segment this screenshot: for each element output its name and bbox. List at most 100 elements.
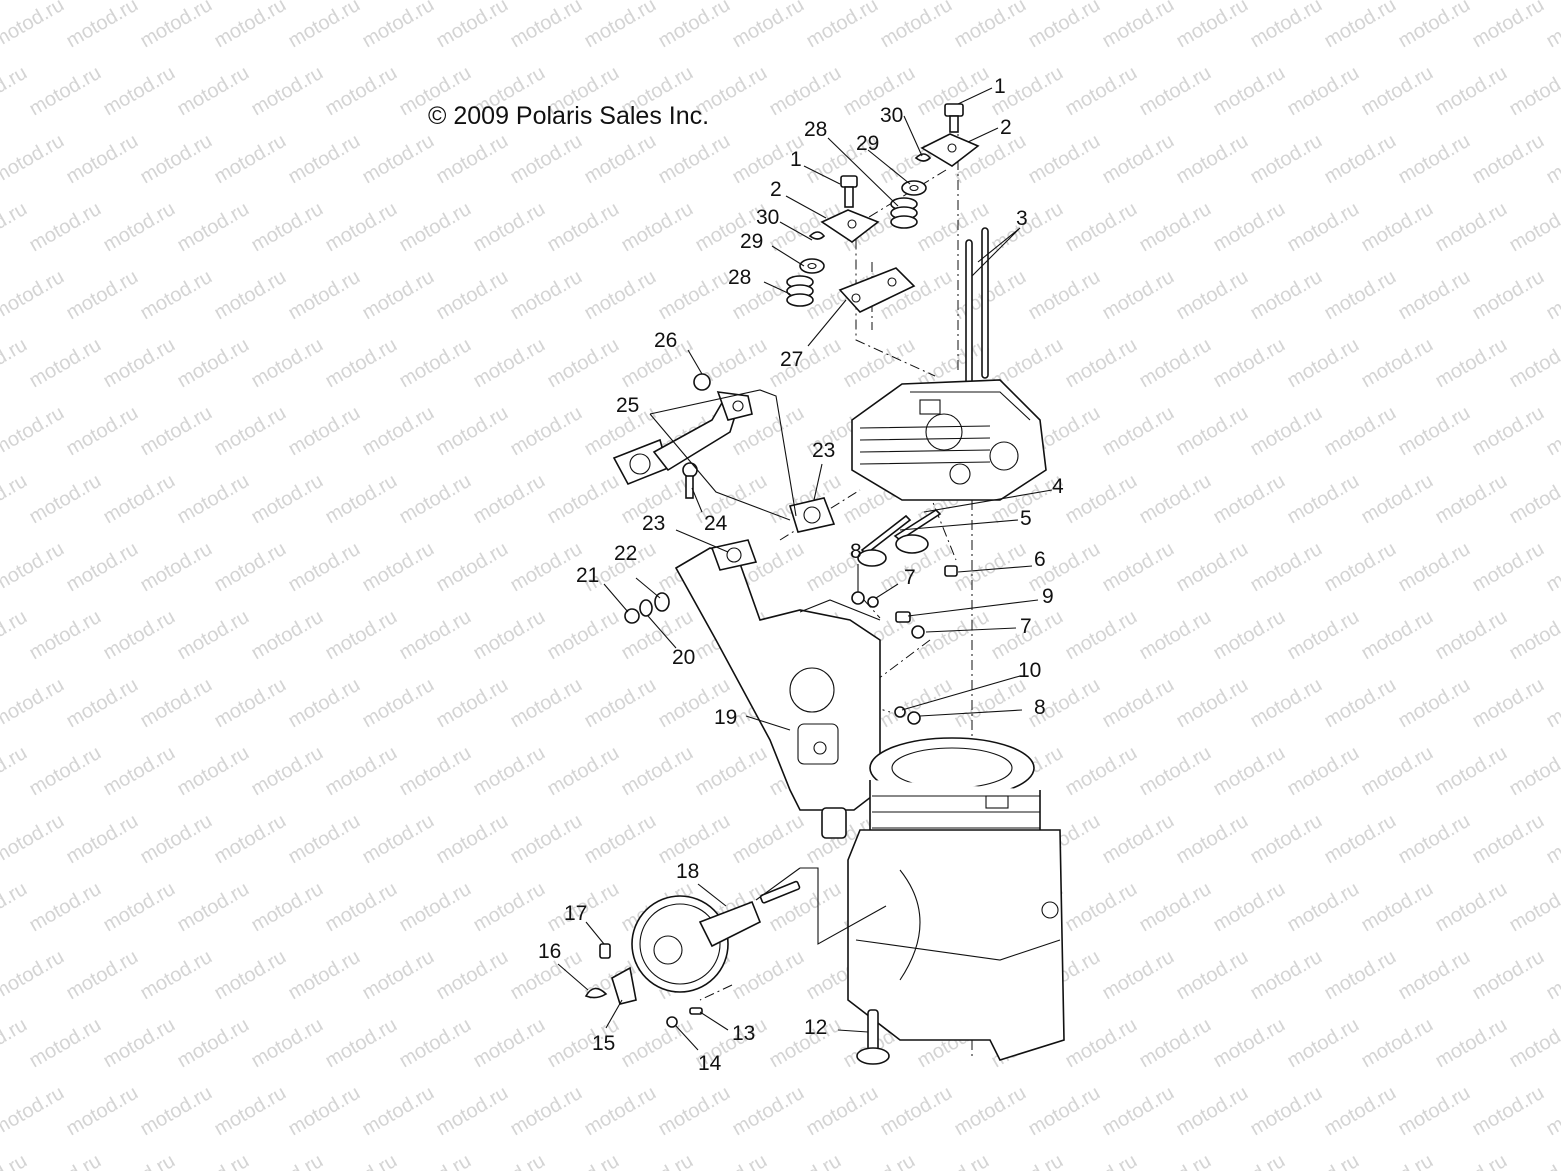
- watermark-text: motod.ru: [322, 470, 401, 529]
- watermark-text: motod.ru: [1099, 674, 1178, 733]
- watermark-text: motod.ru: [1210, 1150, 1289, 1171]
- watermark-text: motod.ru: [1432, 742, 1511, 801]
- watermark-text: motod.ru: [1469, 810, 1548, 869]
- watermark-text: motod.ru: [1432, 606, 1511, 665]
- watermark-text: motod.ru: [470, 1150, 549, 1171]
- watermark-text: motod.ru: [507, 1082, 586, 1141]
- watermark-text: motod.ru: [470, 606, 549, 665]
- watermark-text: motod.ru: [507, 130, 586, 189]
- watermark-text: motod.ru: [63, 674, 142, 733]
- watermark-text: motod.ru: [1210, 606, 1289, 665]
- crankcase: [847, 829, 1065, 1061]
- watermark-text: motod.ru: [0, 334, 31, 393]
- watermark-text: motod.ru: [1358, 1014, 1437, 1073]
- watermark-text: motod.ru: [433, 946, 512, 1005]
- callout-label: 23: [812, 439, 835, 462]
- watermark-text: motod.ru: [137, 130, 216, 189]
- watermark-text: motod.ru: [1543, 810, 1561, 869]
- watermark-text: motod.ru: [692, 1150, 771, 1171]
- exhaust-pipe-25: [612, 391, 753, 486]
- pin-14: [666, 1016, 678, 1028]
- watermark-text: motod.ru: [1432, 62, 1511, 121]
- watermark-text: motod.ru: [729, 810, 808, 869]
- watermark-text: motod.ru: [396, 742, 475, 801]
- watermark-text: motod.ru: [470, 878, 549, 937]
- watermark-text: motod.ru: [840, 1150, 919, 1171]
- watermark-text: motod.ru: [1136, 334, 1215, 393]
- watermark-text: motod.ru: [1284, 334, 1363, 393]
- watermark-text: motod.ru: [137, 674, 216, 733]
- watermark-text: motod.ru: [1173, 402, 1252, 461]
- watermark-text: motod.ru: [1358, 470, 1437, 529]
- watermark-text: motod.ru: [359, 130, 438, 189]
- watermark-text: motod.ru: [1099, 402, 1178, 461]
- leader-lines: [557, 87, 1053, 1051]
- watermark-text: motod.ru: [0, 1150, 31, 1171]
- watermark-text: motod.ru: [285, 0, 364, 52]
- watermark-text: motod.ru: [137, 1082, 216, 1141]
- watermark-text: motod.ru: [1173, 1082, 1252, 1141]
- watermark-text: motod.ru: [0, 130, 68, 189]
- watermark-text: motod.ru: [248, 1150, 327, 1171]
- watermark-text: motod.ru: [1395, 674, 1474, 733]
- watermark-text: motod.ru: [544, 198, 623, 257]
- nut-8-upper: [851, 591, 865, 605]
- clip-16: [584, 987, 608, 999]
- watermark-text: motod.ru: [322, 198, 401, 257]
- watermark-text: motod.ru: [100, 470, 179, 529]
- watermark-text: motod.ru: [1247, 538, 1326, 597]
- callout-label: 23: [642, 512, 665, 535]
- pin-13: [689, 1007, 703, 1015]
- watermark-text: motod.ru: [1321, 810, 1400, 869]
- rocker-base-27: [838, 267, 916, 313]
- watermark-text: motod.ru: [0, 946, 68, 1005]
- watermark-text: motod.ru: [433, 0, 512, 52]
- watermark-text: motod.ru: [1432, 198, 1511, 257]
- watermark-text: motod.ru: [1210, 1014, 1289, 1073]
- watermark-text: motod.ru: [507, 0, 586, 52]
- watermark-text: motod.ru: [359, 266, 438, 325]
- watermark-text: motod.ru: [1062, 1150, 1141, 1171]
- watermark-text: motod.ru: [0, 402, 68, 461]
- watermark-text: motod.ru: [1247, 0, 1326, 52]
- watermark-text: motod.ru: [1358, 334, 1437, 393]
- watermark-text: motod.ru: [470, 334, 549, 393]
- callout-label: 8: [850, 540, 862, 563]
- callout-label: 30: [880, 104, 903, 127]
- watermark-text: motod.ru: [248, 470, 327, 529]
- callout-label: 26: [654, 329, 677, 352]
- watermark-text: motod.ru: [1136, 62, 1215, 121]
- watermark-text: motod.ru: [544, 1150, 623, 1171]
- callout-label: 24: [704, 512, 728, 535]
- watermark-text: motod.ru: [951, 674, 1030, 733]
- watermark-text: motod.ru: [248, 62, 327, 121]
- watermark-text: motod.ru: [396, 1150, 475, 1171]
- watermark-text: motod.ru: [211, 810, 290, 869]
- watermark-text: motod.ru: [1506, 334, 1561, 393]
- watermark-text: motod.ru: [1062, 198, 1141, 257]
- watermark-text: motod.ru: [766, 62, 845, 121]
- watermark-text: motod.ru: [211, 1082, 290, 1141]
- watermark-text: motod.ru: [1506, 1014, 1561, 1073]
- watermark-text: motod.ru: [322, 1150, 401, 1171]
- watermark-text: motod.ru: [1062, 606, 1141, 665]
- watermark-text: motod.ru: [433, 810, 512, 869]
- watermark-text: motod.ru: [0, 198, 31, 257]
- washer-29-lower: [799, 258, 825, 274]
- watermark-text: motod.ru: [100, 62, 179, 121]
- rocker-arm-2-upper: [920, 133, 980, 167]
- muffler-19: [674, 547, 881, 839]
- watermark-text: motod.ru: [396, 334, 475, 393]
- watermark-text: motod.ru: [26, 334, 105, 393]
- watermark-text: motod.ru: [1469, 538, 1548, 597]
- watermark-text: motod.ru: [729, 0, 808, 52]
- watermark-text: motod.ru: [26, 470, 105, 529]
- watermark-text: motod.ru: [470, 1014, 549, 1073]
- watermark-text: motod.ru: [26, 198, 105, 257]
- callout-label: 6: [1034, 548, 1046, 571]
- watermark-text: motod.ru: [803, 1082, 882, 1141]
- watermark-text: motod.ru: [285, 810, 364, 869]
- watermark-text: motod.ru: [1358, 198, 1437, 257]
- watermark-text: motod.ru: [26, 878, 105, 937]
